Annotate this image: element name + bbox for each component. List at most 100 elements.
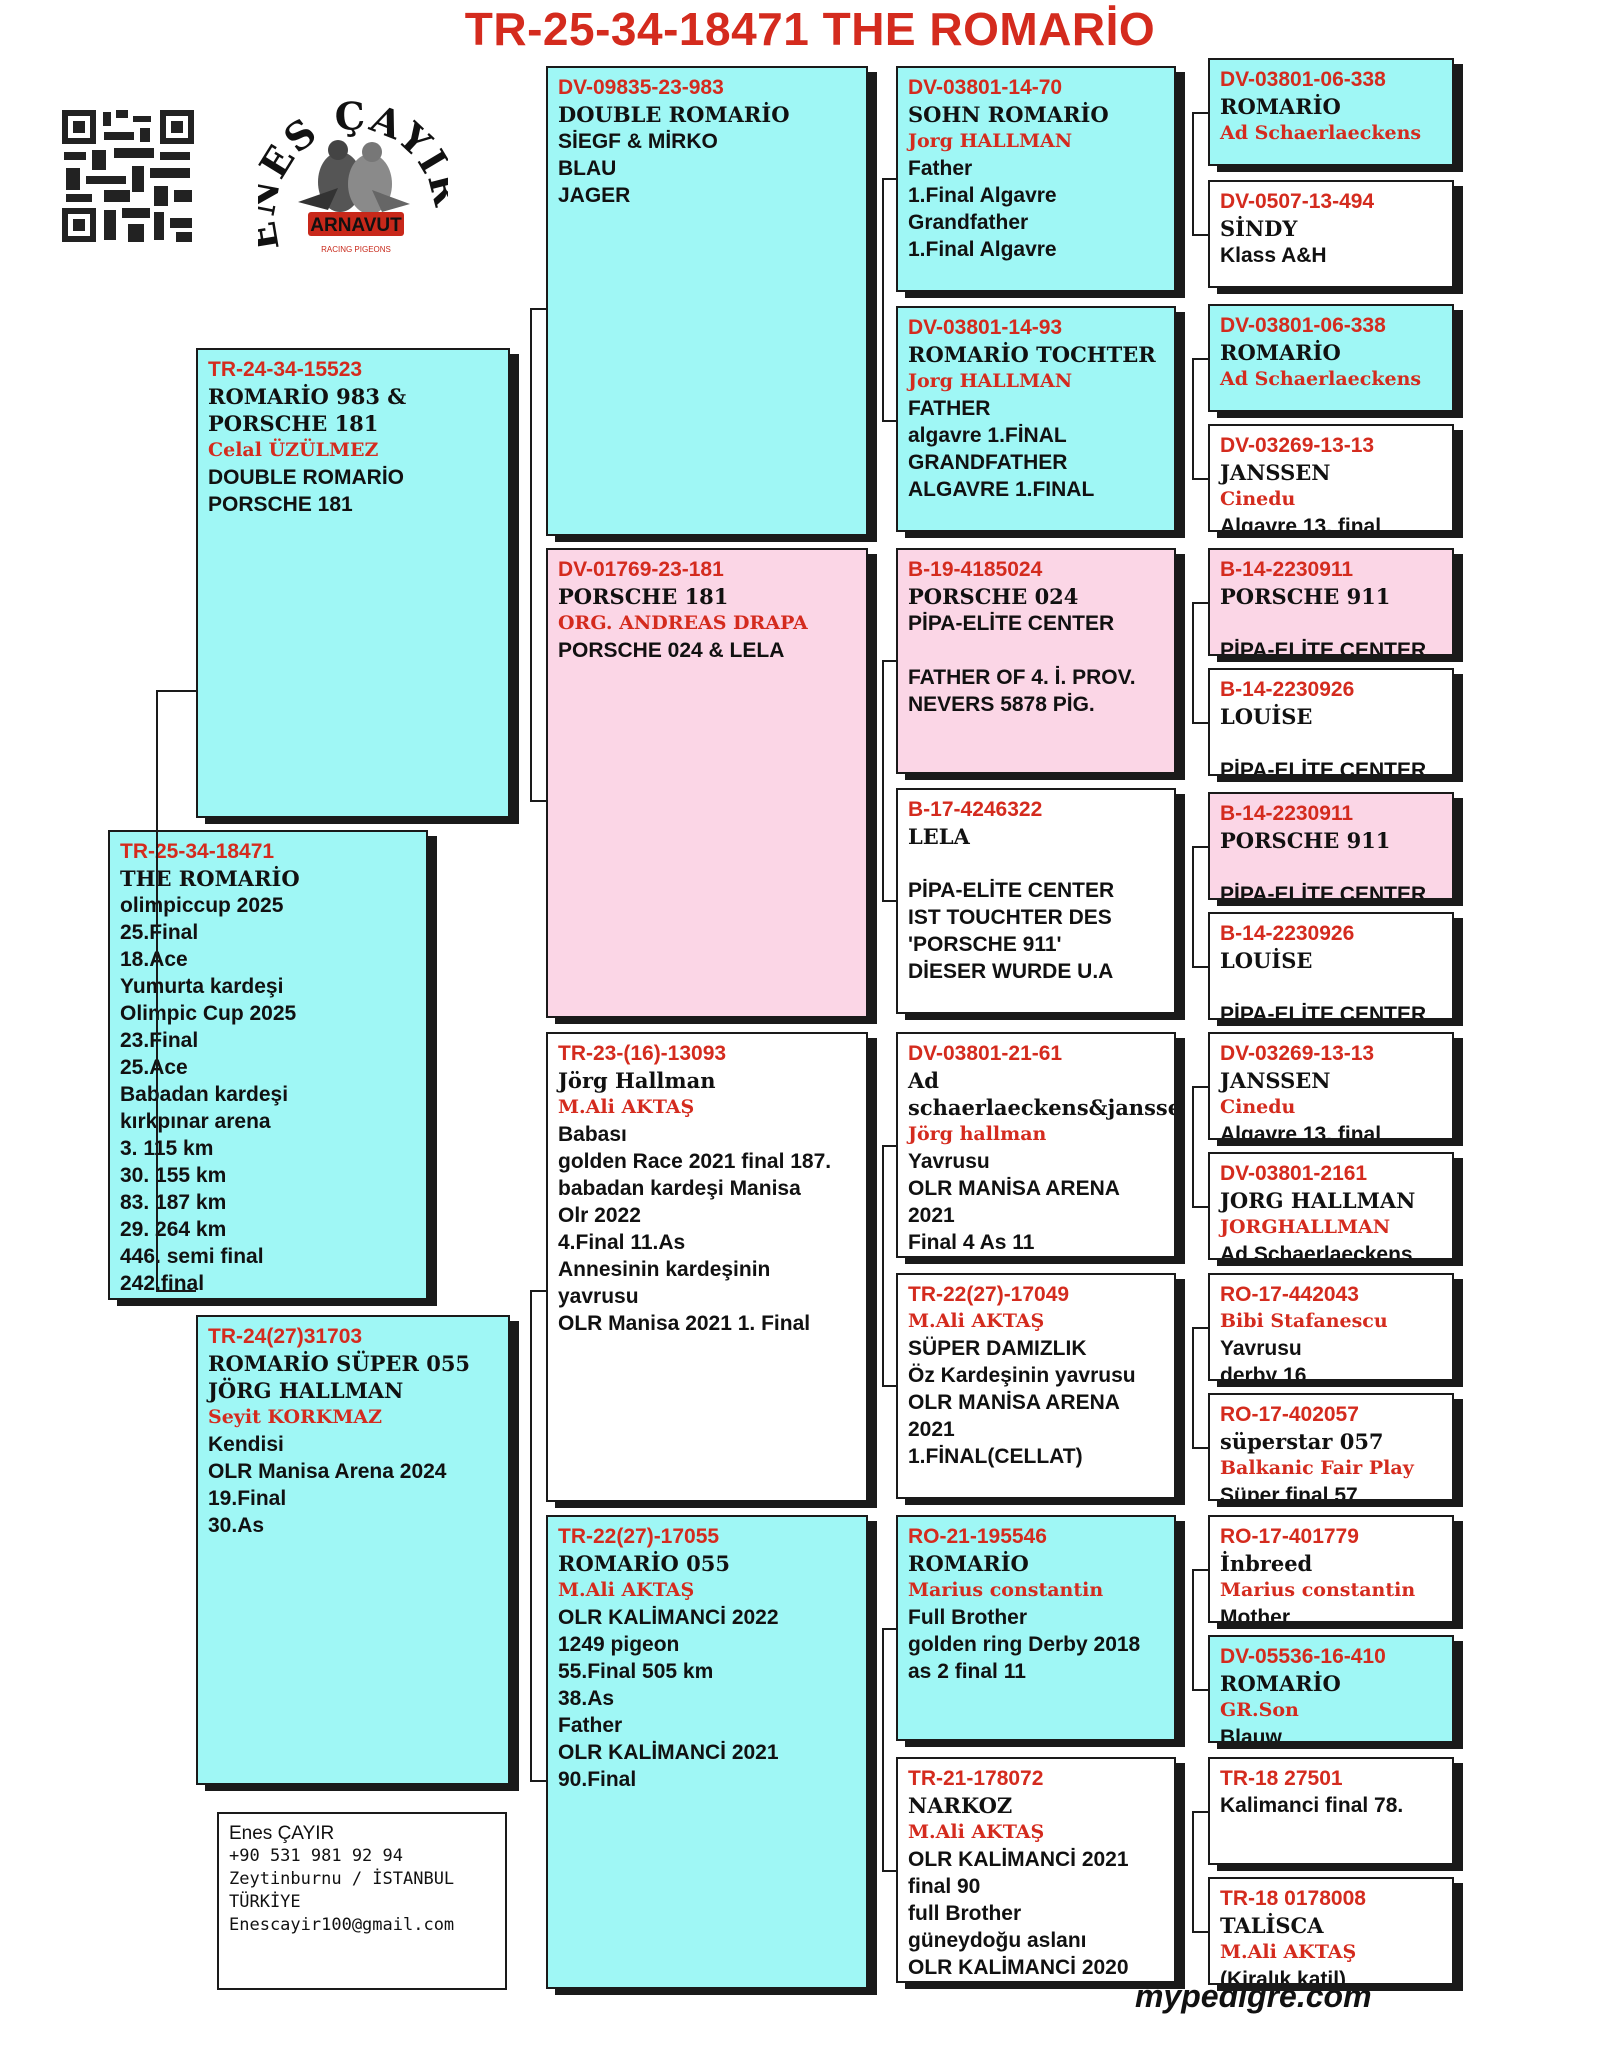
breeder-name: Cinedu bbox=[1220, 1096, 1296, 1118]
pigeon-note: 1.Final Algavre bbox=[908, 238, 1057, 261]
ring-number: RO-17-442043 bbox=[1220, 1283, 1359, 1306]
pigeon-note: Yumurta kardeşi bbox=[120, 975, 284, 998]
pigeon-name: ROMARİO bbox=[1220, 1671, 1341, 1696]
connector-line bbox=[1192, 478, 1208, 480]
connector-line bbox=[530, 1290, 546, 1292]
pigeon-note bbox=[1220, 974, 1442, 1001]
pigeon-note: 4.Final 11.As bbox=[558, 1231, 686, 1254]
pigeon-note: 90.Final bbox=[558, 1768, 637, 1791]
pigeon-note: IST TOUCHTER DES bbox=[908, 906, 1112, 929]
pigeon-note bbox=[1220, 854, 1442, 881]
ring-number: DV-01769-23-181 bbox=[558, 558, 724, 581]
logo-sub: RACING PIGEONS bbox=[321, 245, 391, 254]
ring-number: DV-03269-13-13 bbox=[1220, 1042, 1375, 1065]
pigeon-icon bbox=[298, 140, 410, 214]
pigeon-name: SOHN ROMARİO bbox=[908, 102, 1109, 127]
contact-city: Zeytinburnu / İSTANBUL bbox=[229, 1869, 455, 1889]
connector-line bbox=[882, 1870, 896, 1872]
connector-line bbox=[882, 1145, 896, 1147]
pigeon-name: JANSSEN bbox=[1220, 1068, 1331, 1093]
pigeon-note bbox=[908, 637, 1164, 664]
pigeon-note: 38.As bbox=[558, 1687, 615, 1710]
pigeon-note: FATHER OF 4. İ. PROV. bbox=[908, 666, 1136, 689]
pigeon-note: NEVERS 5878 PİG. bbox=[908, 693, 1095, 716]
pigeon-name: THE ROMARİO bbox=[120, 866, 300, 891]
ring-number: DV-03801-14-93 bbox=[908, 316, 1063, 339]
connector-line bbox=[156, 690, 196, 692]
breeder-name: Ad Schaerlaeckens bbox=[1220, 122, 1422, 144]
breeder-name: Jorg HALLMAN bbox=[908, 370, 1073, 392]
connector-line bbox=[1192, 1569, 1194, 1689]
pigeon-note: yavrusu bbox=[558, 1285, 639, 1308]
pigeon-note: 30.As bbox=[208, 1514, 265, 1537]
pigeon-name: İnbreed bbox=[1220, 1551, 1313, 1576]
connector-line bbox=[882, 1385, 896, 1387]
ring-number: TR-22(27)-17049 bbox=[908, 1283, 1070, 1306]
pigeon-note: 242.final bbox=[120, 1272, 205, 1295]
ring-number: DV-03801-06-338 bbox=[1220, 68, 1386, 91]
pigeon-note: PİPA-ELİTE CENTER bbox=[1220, 639, 1427, 656]
pigeon-name: LOUİSE bbox=[1220, 948, 1313, 973]
breeder-name: Marius constantin bbox=[908, 1579, 1104, 1601]
connector-line bbox=[882, 1628, 884, 1870]
ring-number: TR-22(27)-17055 bbox=[558, 1525, 720, 1548]
ring-number: DV-03801-14-70 bbox=[908, 76, 1063, 99]
pigeon-note: FATHER bbox=[908, 397, 991, 420]
breeder-name: ORG. ANDREAS DRAPA bbox=[558, 612, 808, 634]
ring-number: DV-09835-23-983 bbox=[558, 76, 724, 99]
breeder-name: Cinedu bbox=[1220, 488, 1296, 510]
pigeon-note: güneydoğu aslanı bbox=[908, 1929, 1087, 1952]
contact-phone: +90 531 981 92 94 bbox=[229, 1846, 403, 1866]
pigeon-note: 1.FİNAL(CELLAT) bbox=[908, 1445, 1083, 1468]
connector-line bbox=[882, 900, 896, 902]
pigeon-note: final 90 bbox=[908, 1875, 981, 1898]
pigeon-name: JORG HALLMAN bbox=[1220, 1188, 1416, 1213]
connector-line bbox=[1192, 112, 1194, 234]
ring-number: TR-25-34-18471 bbox=[120, 840, 275, 863]
contact-name: Enes ÇAYIR bbox=[229, 1823, 335, 1844]
pigeon-note: olimpiccup 2025 bbox=[120, 894, 284, 917]
breeder-name: M.Ali AKTAŞ bbox=[908, 1821, 1045, 1843]
pigeon-note: OLR KALİMANCİ 2020 bbox=[908, 1956, 1129, 1979]
connector-line bbox=[882, 178, 884, 420]
pigeon-note: PİPA-ELİTE CENTER bbox=[1220, 883, 1427, 900]
connector-line bbox=[1192, 602, 1194, 722]
pigeon-note: Kalimanci final 78. bbox=[1220, 1794, 1404, 1817]
pigeon-name: PORSCHE 911 bbox=[1220, 828, 1391, 853]
connector-line bbox=[1192, 1327, 1194, 1447]
pigeon-note: Babadan kardeşi bbox=[120, 1083, 289, 1106]
pigeon-note: Grandfather bbox=[908, 211, 1029, 234]
pigeon-note bbox=[1220, 730, 1442, 757]
connector-line bbox=[1192, 602, 1208, 604]
pigeon-note: PORSCHE 181 bbox=[208, 493, 353, 516]
breeder-name: Seyit KORKMAZ bbox=[208, 1406, 382, 1428]
pigeon-note: golden Race 2021 final 187. bbox=[558, 1150, 832, 1173]
pigeon-note: SİEGF & MİRKO bbox=[558, 130, 718, 153]
connector-line bbox=[530, 308, 546, 310]
pigeon-note: Yavrusu bbox=[1220, 1337, 1302, 1360]
pigeon-note: (Kiralık katil) bbox=[1220, 1968, 1347, 1985]
ring-number: RO-17-401779 bbox=[1220, 1525, 1359, 1548]
ring-number: DV-0507-13-494 bbox=[1220, 190, 1375, 213]
pigeon-note: OLR MANİSA ARENA bbox=[908, 1391, 1120, 1414]
breeder-name: Ad Schaerlaeckens bbox=[1220, 368, 1422, 390]
pigeon-note: Olimpic Cup 2025 bbox=[120, 1002, 297, 1025]
contact-box: Enes ÇAYIR +90 531 981 92 94 Zeytinburnu… bbox=[217, 1812, 507, 1990]
connector-line bbox=[1192, 1206, 1208, 1208]
pigeon-name: ROMARİO bbox=[908, 1551, 1029, 1576]
pigeon-name: LELA bbox=[908, 824, 970, 849]
breeder-name: Celal ÜZÜLMEZ bbox=[208, 439, 379, 461]
